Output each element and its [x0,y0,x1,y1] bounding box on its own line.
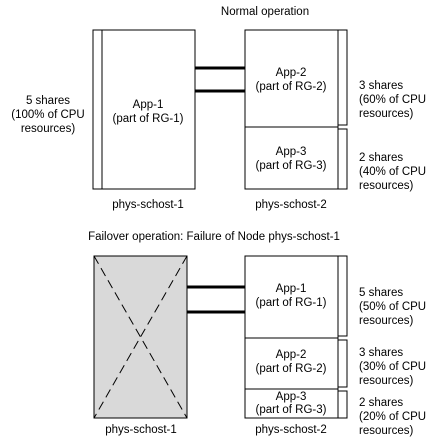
normal-node2-label: phys-schost-2 [255,199,327,211]
normal-left-share-line3: resources) [21,123,75,135]
failover-app2-brace [338,339,348,388]
normal-app1-name: App-1 [133,99,164,111]
normal-app3-name: App-3 [276,146,307,158]
normal-left-brace [92,29,102,190]
normal-app2-share-line1: 3 shares [359,80,403,92]
normal-title: Normal operation [221,6,309,18]
failover-app2-name: App-2 [276,349,307,361]
failover-node1-label: phys-schost-1 [105,424,177,436]
failover-app3-name: App-3 [276,391,307,403]
normal-app2-name: App-2 [276,67,307,79]
normal-left-share-line2: (100% of CPU [11,109,85,121]
failover-app3-share-line3: resources) [359,425,413,437]
normal-app2-share-line3: resources) [359,108,413,120]
normal-node1-label: phys-schost-1 [112,199,184,211]
failover-app3-group: (part of RG-3) [256,404,327,416]
normal-left-share-line1: 5 shares [26,95,70,107]
failover-node2-box [244,255,339,419]
normal-node2-box [244,29,339,190]
failover-app3-brace [338,390,348,419]
failover-node1-cross-a [93,255,188,419]
normal-app3-brace [338,128,348,190]
failover-app2-share-line1: 3 shares [359,347,403,359]
failover-app1-share-line3: resources) [359,315,413,327]
failover-app3-share-line1: 2 shares [359,397,403,409]
normal-app3-group: (part of RG-3) [256,160,327,172]
normal-app3-share-line3: resources) [359,180,413,192]
failover-app2-share-line2: (30% of CPU [359,361,426,373]
failover-app1-name: App-1 [276,283,307,295]
normal-app3-share-line2: (40% of CPU [359,166,426,178]
failover-app3-share-line2: (20% of CPU [359,411,426,423]
failover-app1-share-line1: 5 shares [359,287,403,299]
normal-app3-share-line1: 2 shares [359,152,403,164]
normal-app2-brace [338,29,348,126]
normal-node1-box [101,29,196,190]
failover-title: Failover operation: Failure of Node phys… [88,231,340,243]
failover-app2-group: (part of RG-2) [256,363,327,375]
failover-app1-group: (part of RG-1) [256,297,327,309]
failover-node2-label: phys-schost-2 [255,424,327,436]
failover-node1-cross-b [93,255,188,419]
failover-app1-share-line2: (50% of CPU [359,301,426,313]
failover-app2-share-line3: resources) [359,375,413,387]
normal-app1-group: (part of RG-1) [113,113,184,125]
normal-app2-share-line2: (60% of CPU [359,94,426,106]
failover-app1-brace [338,255,348,337]
normal-app2-group: (part of RG-2) [256,81,327,93]
